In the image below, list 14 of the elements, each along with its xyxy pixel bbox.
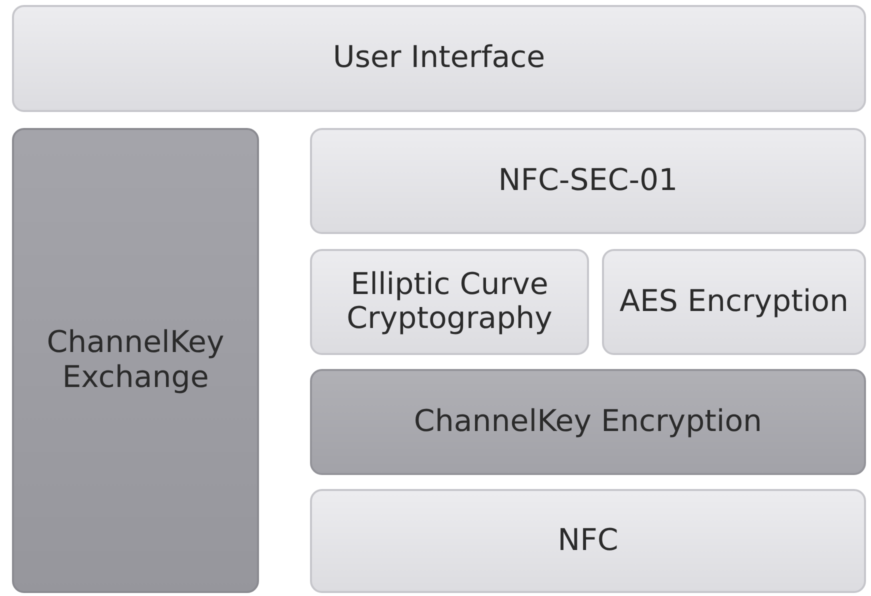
layer-box (12, 5, 866, 112)
layer-box (310, 128, 866, 234)
layer-box (602, 249, 866, 355)
layer-label: NFC (556, 524, 620, 558)
layer-box (12, 128, 259, 593)
layer-box (310, 489, 866, 593)
layer-label: AES Encryption (618, 284, 850, 320)
layer-box (310, 369, 866, 475)
layer-label: User Interface (332, 41, 546, 76)
layer-label: NFC-SEC-01 (497, 164, 679, 198)
layer-box (310, 249, 589, 355)
layer-label: ChannelKey Encryption (412, 404, 764, 440)
layer-label: ChannelKey Exchange (46, 326, 226, 395)
layer-label: Elliptic Curve Cryptography (346, 268, 554, 336)
